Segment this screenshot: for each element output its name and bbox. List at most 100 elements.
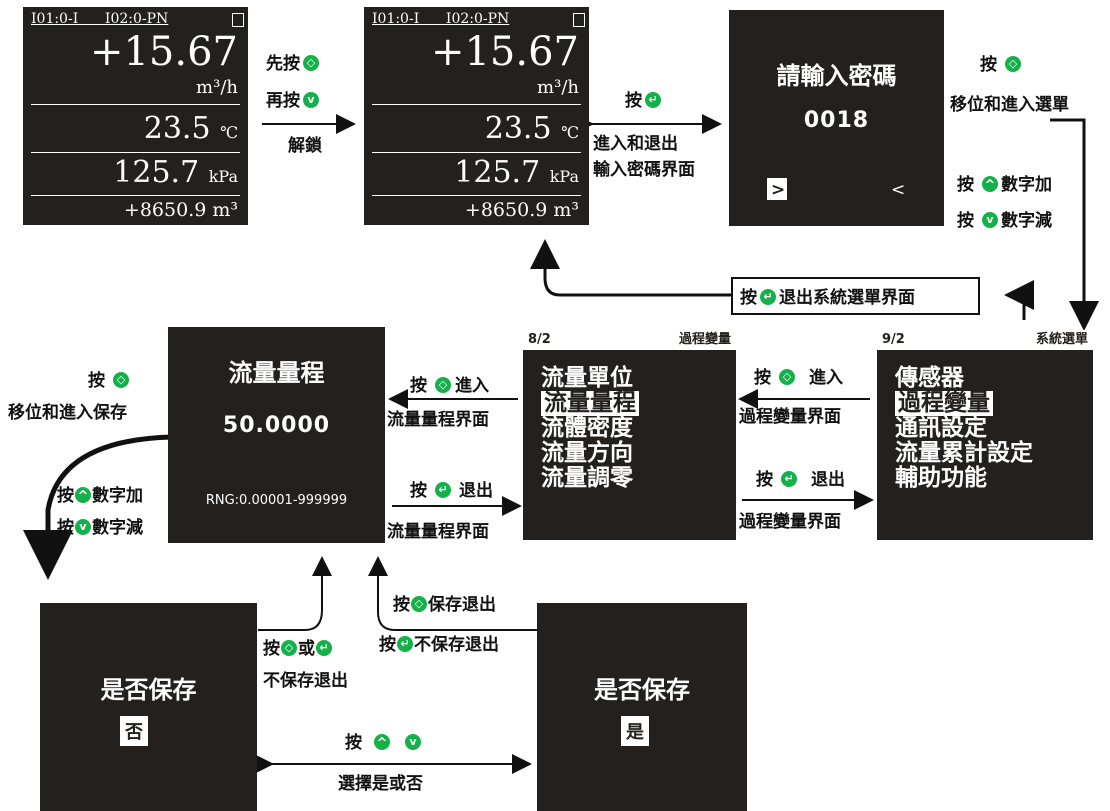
flow-value: +15.67 <box>430 29 579 75</box>
enter-icon <box>316 640 332 656</box>
pressure-number: 125.7 <box>113 155 200 190</box>
press-text: 按 <box>410 481 427 501</box>
shift-icon <box>303 55 319 71</box>
enter-icon <box>781 471 797 487</box>
digit-add-text: 數字加 <box>92 486 143 506</box>
down-icon <box>75 519 91 535</box>
label-digit-add-left: 按數字加 <box>57 487 143 505</box>
save-no-title: 是否保存 <box>100 676 197 704</box>
arrow-save-yes-to-range <box>368 556 538 631</box>
press-text: 按 <box>88 371 105 391</box>
enter-text: 進入 <box>809 368 843 388</box>
pressure-unit: kPa <box>208 167 238 186</box>
save-no-screen: 是否保存 否 <box>40 603 257 811</box>
no-save-exit-text: 不保存退出 <box>414 635 499 655</box>
digit-add-text: 數字加 <box>1001 175 1052 195</box>
main-screen-locked: I01:0-I I02:0-PN +15.67 m³/h 23.5 ℃ 125.… <box>23 7 248 225</box>
label-press-shift: 按 <box>980 56 1024 74</box>
up-icon <box>374 734 390 750</box>
label-range-screen-1: 流量量程界面 <box>387 410 489 430</box>
menu-item-flow-zero[interactable]: 流量調零 <box>541 465 633 491</box>
temp-value: 23.5 ℃ <box>144 111 238 146</box>
menu-item-flow-totalizer[interactable]: 流量累計設定 <box>895 440 1033 466</box>
main-screen-unlocked: I01:0-I I02:0-PN +15.67 m³/h 23.5 ℃ 125.… <box>364 7 589 225</box>
menu-item-fluid-density[interactable]: 流體密度 <box>541 415 633 441</box>
cursor-left: > <box>771 180 786 200</box>
label-press-first: 先按 <box>266 55 322 73</box>
menu-item-communication[interactable]: 通訊設定 <box>895 415 987 441</box>
total-value: +8650.9 m³ <box>464 199 579 221</box>
flow-unit: m³/h <box>196 77 238 98</box>
label-unlock: 解鎖 <box>288 136 322 156</box>
digit-sub-text: 數字減 <box>1001 211 1052 231</box>
arrow-exit-menu-to-main <box>530 239 733 297</box>
pressure-value: 125.7 kPa <box>454 155 579 190</box>
menu-item-flow-range[interactable]: 流量量程 <box>541 391 639 416</box>
range-limits: RNG:0.00001-999999 <box>205 493 348 508</box>
press-text: 按 <box>379 635 396 655</box>
option-yes[interactable]: 是 <box>621 716 649 746</box>
cursor-left-marker <box>767 178 787 200</box>
press-text: 按 <box>345 733 362 753</box>
menu-title: 過程變量 <box>678 332 731 347</box>
temp-number: 23.5 <box>143 111 211 146</box>
option-no[interactable]: 否 <box>120 716 148 746</box>
press-text: 按 <box>957 175 974 195</box>
menu-item-process-variable[interactable]: 過程變量 <box>895 391 993 416</box>
label-range-screen-2: 流量量程界面 <box>387 522 489 542</box>
menu-index: 9/2 <box>882 332 905 347</box>
down-icon <box>405 734 421 750</box>
press-text: 按 <box>263 639 280 659</box>
lock-icon <box>573 13 585 27</box>
press-then-text: 再按 <box>266 91 300 111</box>
label-shift-save-exit: 按保存退出 <box>393 596 496 614</box>
press-text: 按 <box>957 211 974 231</box>
shift-icon <box>281 640 297 656</box>
label-digit-sub: 按 數字減 <box>957 212 1052 230</box>
press-text: 按 <box>410 376 427 396</box>
label-press-then: 再按 <box>266 92 322 110</box>
label-press-enter: 按 <box>625 92 664 110</box>
arrow-password-to-menu <box>1050 118 1099 331</box>
menu-item-auxiliary[interactable]: 輔助功能 <box>895 465 987 491</box>
flow-unit: m³/h <box>537 77 579 98</box>
process-menu-list: 流量單位 流量量程 流體密度 流量方向 流量調零 <box>541 366 639 491</box>
lock-icon <box>232 13 244 27</box>
label-shift-enter-menu: 移位和進入選單 <box>950 95 1069 115</box>
system-menu-list: 傳感器 過程變量 通訊設定 流量累計設定 輔助功能 <box>895 366 1033 491</box>
or-text: 或 <box>298 639 315 659</box>
label-process-screen-1: 過程變量界面 <box>739 407 841 427</box>
up-icon <box>982 176 998 192</box>
total-value: +8650.9 m³ <box>123 199 238 221</box>
menu-item-flow-direction[interactable]: 流量方向 <box>541 440 633 466</box>
label-enter-range: 按進入 <box>410 377 489 395</box>
press-text: 按 <box>756 470 773 490</box>
range-title: 流量量程 <box>228 359 325 387</box>
label-no-save-exit-left: 不保存退出 <box>263 671 348 691</box>
press-text: 按 <box>740 288 757 308</box>
system-menu-header: 9/2 系統選單 <box>877 330 1093 350</box>
enter-icon <box>397 636 413 652</box>
shift-icon <box>411 596 427 612</box>
press-text: 按 <box>393 595 410 615</box>
menu-item-flow-unit[interactable]: 流量單位 <box>541 365 633 391</box>
label-exit-process: 按 退出 <box>756 471 845 489</box>
arrow-range-to-save <box>23 434 173 580</box>
password-code: 0018 <box>803 108 870 133</box>
system-menu-screen: 9/2 系統選單 傳感器 過程變量 通訊設定 流量累計設定 輔助功能 <box>877 330 1093 540</box>
enter-icon <box>760 289 776 305</box>
label-process-screen-2: 過程變量界面 <box>739 512 841 532</box>
label-enter-exit-1: 進入和退出 <box>593 134 678 154</box>
label-digit-add: 按 數字加 <box>957 176 1052 194</box>
down-icon <box>982 212 998 228</box>
save-yes-screen: 是否保存 是 <box>537 603 747 811</box>
password-title: 請輸入密碼 <box>776 62 897 90</box>
label-exit-range: 按退出 <box>410 482 493 500</box>
label-shift-enter-save: 移位和進入保存 <box>8 403 127 423</box>
menu-item-sensor[interactable]: 傳感器 <box>895 365 964 391</box>
cursor-right: < <box>891 180 906 200</box>
exit-text: 退出 <box>811 470 845 490</box>
process-menu-header: 8/2 過程變量 <box>523 330 736 350</box>
shift-icon <box>113 372 129 388</box>
